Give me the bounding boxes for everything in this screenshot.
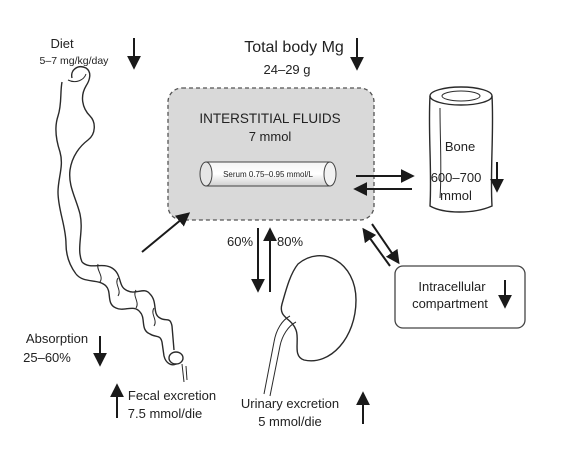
- interstitial-amount: 7 mmol: [249, 129, 292, 144]
- diet-amount: 5–7 mg/kg/day: [40, 55, 110, 67]
- total-body-label: Total body Mg 24–29 g: [244, 39, 344, 77]
- absorption-flow-arrow: [141, 212, 191, 253]
- bone-illustration: [428, 86, 494, 213]
- intracellular-line1: Intracellular: [418, 279, 486, 294]
- urinary-amount: 5 mmol/die: [258, 414, 322, 429]
- total-body-amount: 24–29 g: [264, 62, 311, 77]
- intracellular-line2: compartment: [412, 296, 488, 311]
- kidney-illustration: [263, 255, 357, 397]
- serum-vessel: Serum 0.75–0.95 mmol/L: [199, 161, 337, 187]
- kidney-in-percent: 60%: [227, 234, 253, 249]
- diet-label: Diet 5–7 mg/kg/day: [40, 36, 110, 67]
- absorption-amount: 25–60%: [23, 350, 71, 365]
- urinary-title: Urinary excretion: [241, 396, 339, 411]
- bone-title: Bone: [445, 139, 475, 154]
- kidney-out-percent: 80%: [277, 234, 303, 249]
- digestive-tract-illustration: [55, 66, 188, 383]
- interstitial-title: INTERSTITIAL FLUIDS: [199, 111, 340, 126]
- fecal-title: Fecal excretion: [128, 388, 216, 403]
- bone-amount-line1: 600–700: [431, 170, 482, 185]
- from-intracellular-arrow: [362, 227, 391, 267]
- intracellular-box: [394, 265, 526, 329]
- serum-range: Serum 0.75–0.95 mmol/L: [223, 170, 313, 179]
- fecal-amount: 7.5 mmol/die: [128, 406, 202, 421]
- bone-amount-line2: mmol: [440, 188, 472, 203]
- absorption-title: Absorption: [26, 331, 88, 346]
- interstitial-fluids-box: [167, 87, 375, 221]
- total-body-title: Total body Mg: [244, 39, 344, 56]
- diet-title: Diet: [50, 36, 74, 51]
- to-intracellular-arrow: [371, 223, 400, 265]
